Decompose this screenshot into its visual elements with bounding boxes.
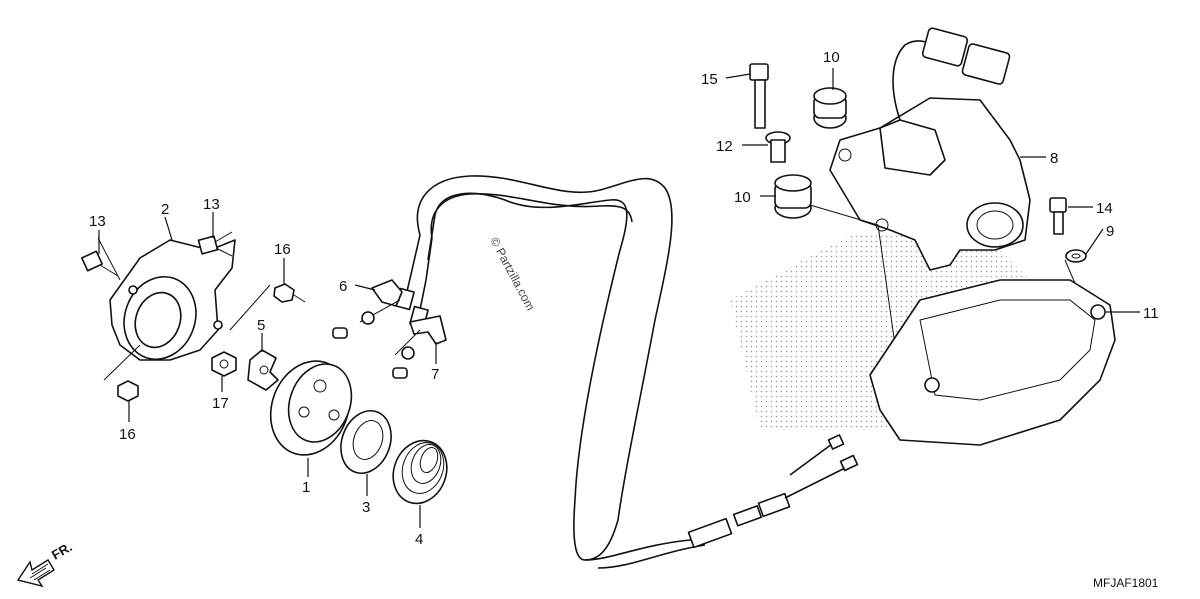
mounting-bracket-11 — [869, 279, 1116, 446]
leader-lines — [98, 68, 1140, 528]
callout-1: 1 — [302, 479, 310, 496]
callout-5: 5 — [257, 317, 265, 334]
throttle-cable-assembly — [395, 175, 859, 569]
callout-8: 8 — [1050, 150, 1058, 167]
return-spring-4 — [392, 439, 448, 505]
grommet-10-upper — [813, 87, 847, 129]
callout-14: 14 — [1096, 200, 1113, 217]
callout-7: 7 — [431, 366, 439, 383]
nut-17 — [211, 351, 237, 377]
bolt-15 — [749, 63, 769, 129]
callout-13-left: 13 — [89, 213, 106, 230]
callout-16-lower: 16 — [119, 426, 136, 443]
clip-5 — [247, 349, 279, 391]
watermark: © Partzilla.com — [487, 235, 537, 313]
front-direction-arrow-icon — [16, 559, 55, 588]
callout-4: 4 — [415, 531, 423, 548]
nut-16-lower — [103, 344, 141, 402]
callout-3: 3 — [362, 499, 370, 516]
callout-16-upper: 16 — [274, 241, 291, 258]
nut-16-upper — [229, 283, 306, 331]
callout-10-lower: 10 — [734, 189, 751, 206]
callout-6: 6 — [339, 278, 347, 295]
callout-15: 15 — [701, 71, 718, 88]
throttle-actuator-8 — [829, 27, 1031, 271]
callout-labels: 1 2 3 4 5 6 7 8 9 10 10 11 12 13 13 14 1… — [89, 49, 1159, 548]
cable-bracket — [332, 279, 447, 379]
bolt-13-right — [197, 235, 233, 257]
collar-12 — [765, 131, 791, 163]
bolt-13-left — [80, 250, 119, 277]
diagram-code: MFJAF1801 — [1093, 576, 1159, 590]
callout-17: 17 — [212, 395, 229, 412]
pulley-housing-cover — [97, 231, 236, 361]
callout-12: 12 — [716, 138, 733, 155]
throttle-pulley-1 — [269, 360, 353, 456]
callout-13-right: 13 — [203, 196, 220, 213]
grommet-10-lower — [774, 174, 901, 381]
callout-11: 11 — [1143, 305, 1159, 322]
front-arrow-label: FR. — [49, 539, 75, 562]
bolt-14 — [1049, 197, 1067, 235]
callout-2: 2 — [161, 201, 169, 218]
callout-9: 9 — [1106, 223, 1114, 240]
pulley-plate-3 — [340, 410, 392, 474]
callout-10-upper: 10 — [823, 49, 840, 66]
